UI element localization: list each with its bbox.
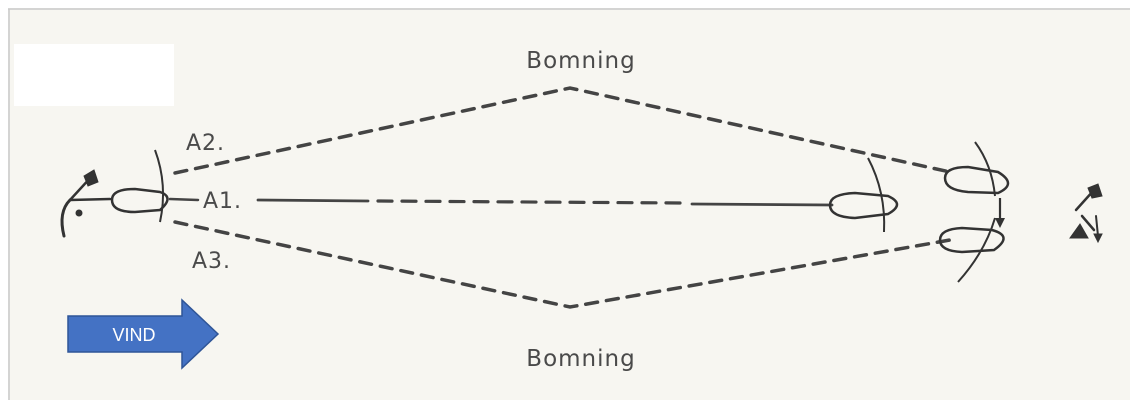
start-boat-hull	[110, 187, 169, 214]
finish-mark-flag-icon	[1069, 183, 1103, 244]
lower-boat-hull	[938, 226, 1005, 254]
upper-boat-sail	[974, 141, 996, 197]
route-a1-solid-start	[256, 198, 370, 203]
a1-boat-hull	[828, 191, 899, 220]
boat-icon	[938, 217, 1005, 283]
boat-icon	[828, 157, 899, 233]
start-boat-sail	[154, 149, 164, 223]
bottom-jibe-label: Bomning	[526, 346, 635, 372]
finish-connector-arrowhead	[995, 218, 1005, 228]
wind-label: VIND	[112, 325, 155, 345]
wind-arrow-shape	[67, 298, 220, 370]
top-jibe-label: Bomning	[526, 48, 635, 74]
lower-boat-sail	[957, 217, 996, 283]
start-mark-flag-icon	[60, 169, 112, 238]
route-a1-solid-end	[690, 202, 834, 207]
wind-arrow-icon: VIND	[67, 298, 220, 370]
route-a1-stub	[168, 197, 200, 202]
route-lines	[168, 86, 952, 309]
boat-icon	[110, 149, 169, 223]
boat-icon	[943, 141, 1010, 197]
a1-boat-sail	[867, 157, 886, 233]
route-a2-line	[173, 86, 952, 175]
route-a1-dashed	[376, 199, 684, 205]
route-a2-label: A2.	[186, 131, 225, 156]
route-a3-line	[173, 220, 952, 309]
blank-patch	[14, 44, 174, 106]
route-a3-label: A3.	[192, 249, 231, 274]
route-a1-label: A1.	[203, 189, 242, 214]
upper-boat-hull	[943, 165, 1010, 195]
